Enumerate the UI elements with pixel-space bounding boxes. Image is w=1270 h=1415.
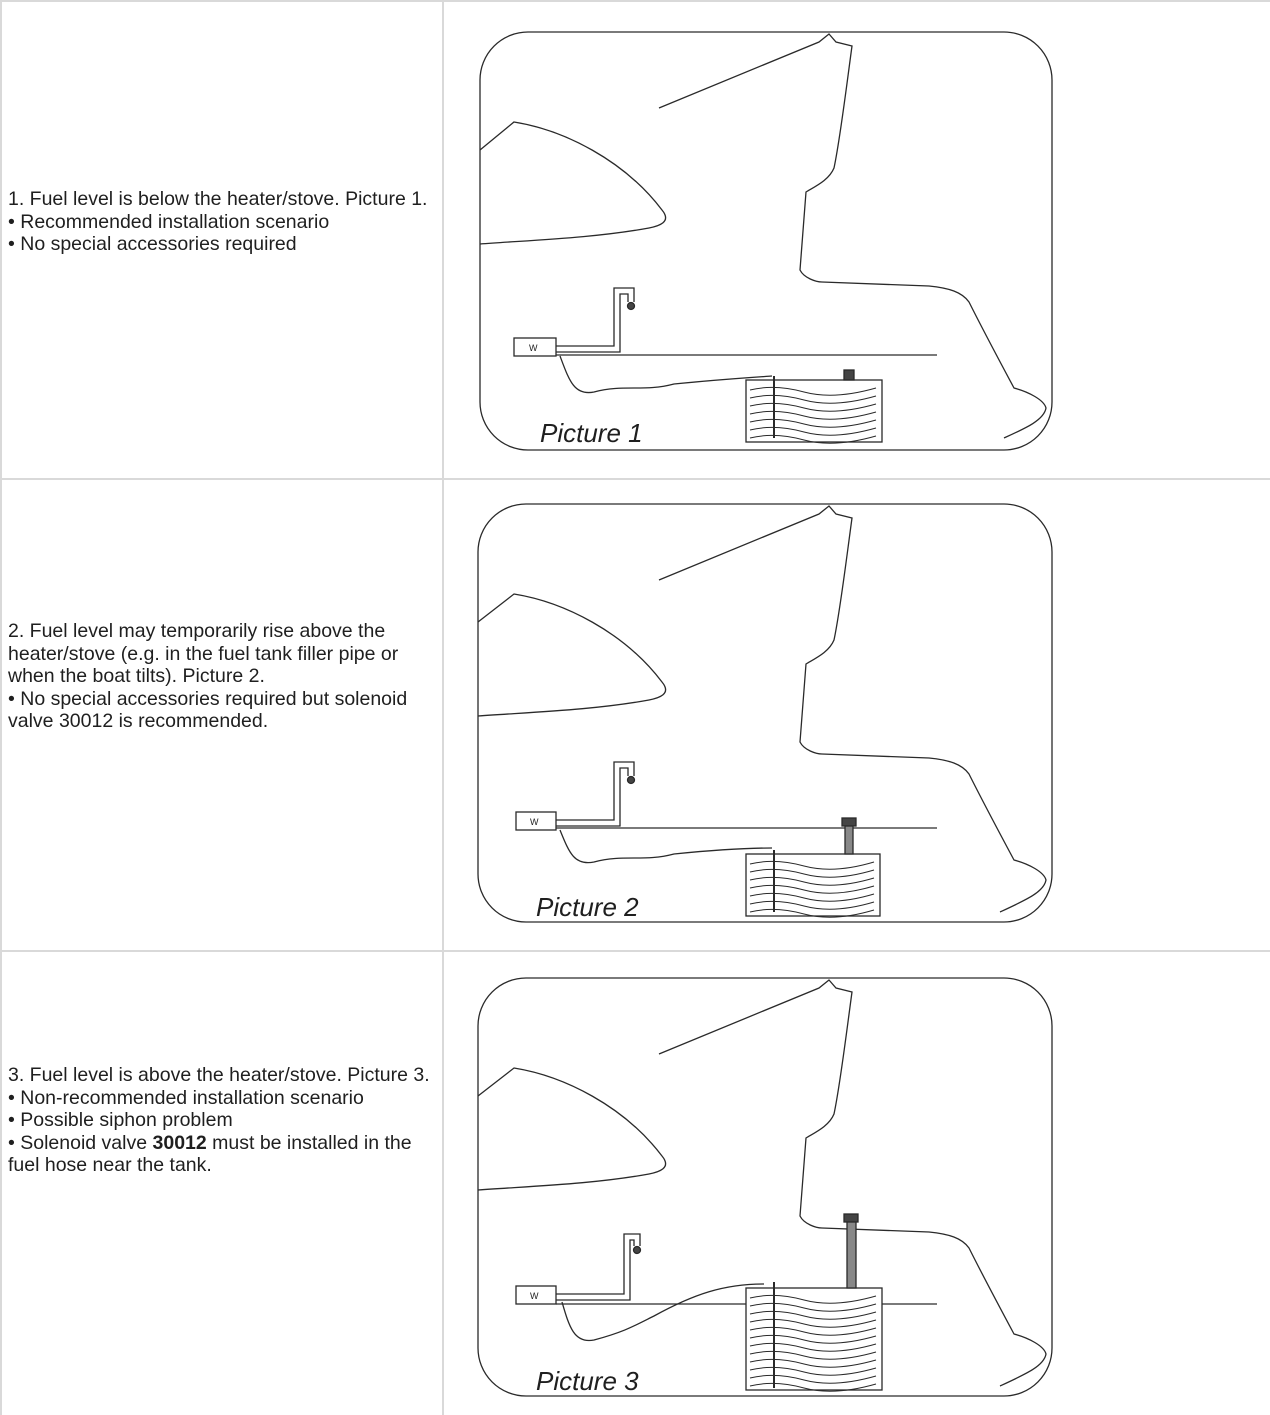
exhaust-pipe [556,287,635,353]
heater-box [515,1285,557,1305]
boat-hull [477,593,667,717]
filler-pipe [846,1219,857,1289]
row-3-bullet-3-suffix: must be installed in the fuel hose near … [8,1131,412,1177]
row-divider [0,950,1270,952]
picture-frame [477,503,1053,923]
fuel-tank [745,1213,883,1392]
boat-deck [658,505,1047,913]
boat-hull [477,1067,667,1191]
exhaust-outlet [626,301,636,311]
picture-caption: Picture 1 [540,418,643,448]
row-3-bullet-3-prefix: • Solenoid valve [8,1131,153,1154]
heater-label: W [529,343,538,353]
row-1-bullet-1: • Recommended installation scenario [8,210,330,233]
exhaust-outlet [626,775,636,785]
picture-2-diagram: W Picture 2 [474,502,1058,926]
row-3-description: 3. Fuel level is above the heater/stove.… [8,1064,438,1177]
boat-deck [658,979,1047,1387]
heater-box [515,811,557,831]
picture-frame [477,977,1053,1397]
solenoid-valve-part-number: 30012 [152,1131,207,1154]
picture-1-diagram: W Picture 1 [474,30,1058,454]
row-3-bullet-2: • Possible siphon problem [8,1109,233,1131]
fuel-line [561,1283,765,1342]
column-divider [0,0,2,1415]
fuel-tank [745,817,881,918]
picture-caption: Picture 3 [536,1366,639,1396]
boat-deck [658,33,1047,439]
row-3-bullet-3: • Solenoid valve 30012 must be installed… [8,1132,438,1177]
filler-pipe [844,821,854,855]
picture-frame [479,31,1053,451]
row-2-description: 2. Fuel level may temporarily rise above… [8,620,438,733]
row-1-heading: 1. Fuel level is below the heater/stove.… [8,188,428,210]
fuel-tank [745,369,883,444]
fuel-line [559,829,773,864]
row-3-bullet-1: • Non-recommended installation scenario [8,1086,364,1109]
exhaust-pipe [556,761,635,827]
picture-3-diagram: W Picture 3 [474,976,1058,1400]
exhaust-outlet [632,1245,642,1255]
picture-caption: Picture 2 [536,892,639,922]
row-2-heading: 2. Fuel level may temporarily rise above… [8,620,399,687]
column-divider [442,0,444,1415]
heater-label: W [530,817,539,827]
row-divider [0,0,1270,2]
fuel-line [559,355,773,394]
exhaust-pipe [556,1233,641,1301]
heater-box [513,337,557,357]
row-2-bullet-1: • No special accessories required but so… [8,687,408,733]
row-1-description: 1. Fuel level is below the heater/stove.… [8,188,438,256]
row-1-bullet-2: • No special accessories required [8,233,297,255]
heater-label: W [530,1291,539,1301]
boat-hull [479,121,667,245]
row-divider [0,478,1270,480]
row-3-heading: 3. Fuel level is above the heater/stove.… [8,1064,430,1086]
